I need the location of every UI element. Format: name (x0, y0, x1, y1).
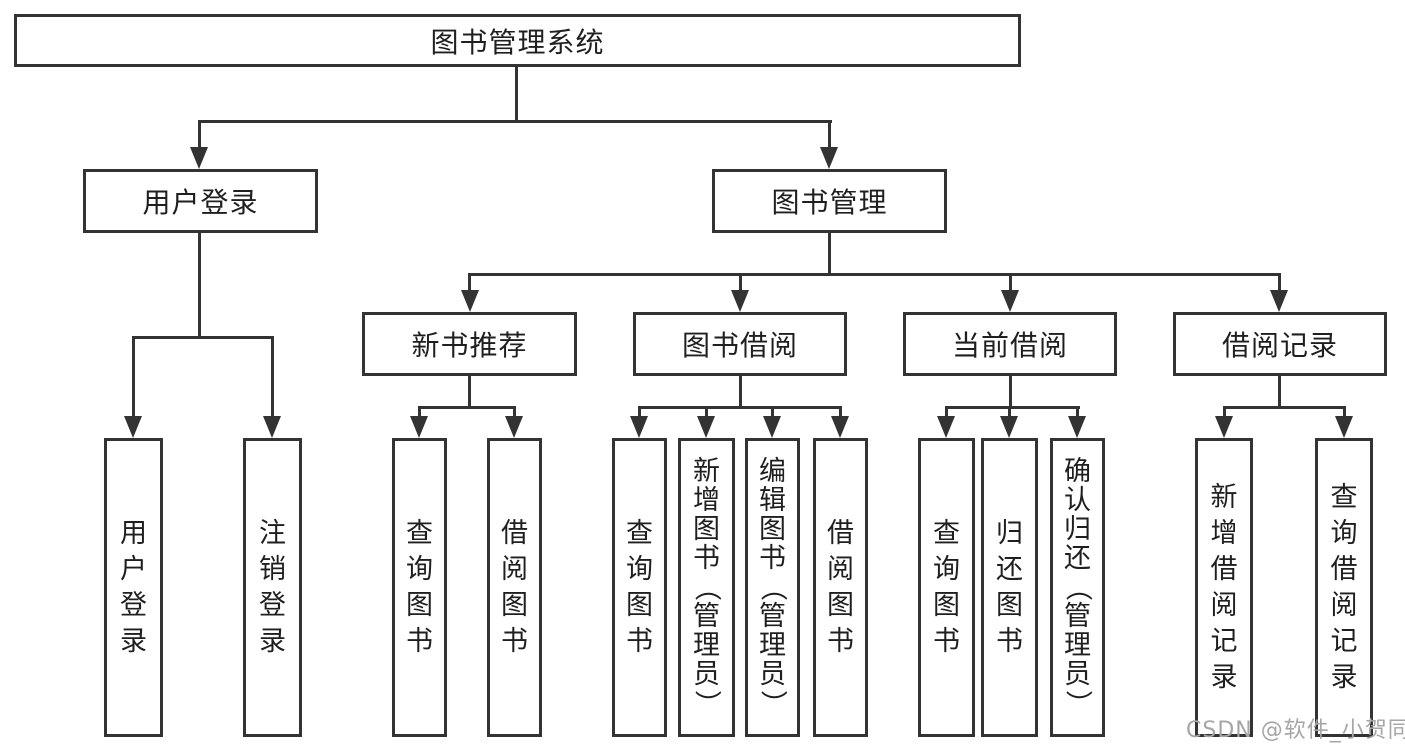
node-borrow-records-label: 借阅记录 (1221, 329, 1338, 362)
connector-line (271, 336, 274, 418)
arrow-down-icon (1068, 416, 1086, 438)
connector-line (705, 406, 708, 420)
connector-line (739, 376, 742, 409)
arrow-down-icon (731, 290, 749, 312)
node-user-login: 用户登录 (83, 169, 318, 233)
connector-line (198, 233, 201, 338)
connector-line (468, 273, 1281, 276)
leaf-recommend-query-books: 查询图书 (392, 438, 447, 737)
arrow-down-icon (410, 416, 428, 438)
leaf-borrow-edit-books-admin: 编辑图书（管理员） (745, 438, 800, 737)
arrow-down-icon (124, 416, 142, 438)
connector-line (1009, 376, 1012, 409)
connector-line (418, 406, 421, 420)
node-book-borrow-label: 图书借阅 (681, 329, 798, 362)
connector-line (771, 406, 774, 420)
connector-line (1008, 406, 1011, 420)
leaf-recommend-query-books-label: 查询图书 (406, 517, 433, 657)
connector-line (1223, 406, 1226, 420)
leaf-borrow-add-books-admin-label: 新增图书（管理员） (691, 456, 722, 717)
connector-line (418, 406, 516, 409)
connector-line (739, 273, 742, 293)
connector-line (839, 406, 842, 420)
connector-line (198, 120, 832, 123)
leaf-current-query-books-label: 查询图书 (933, 517, 960, 657)
leaf-borrow-query-books-label: 查询图书 (626, 517, 653, 657)
connector-line (1278, 273, 1281, 293)
connector-line (945, 406, 948, 420)
connector-line (1223, 406, 1346, 409)
connector-line (1278, 376, 1281, 409)
watermark: CSDN @软件_小贺同学 (1186, 718, 1405, 743)
connector-line (515, 67, 518, 121)
connector-line (468, 376, 471, 409)
arrow-down-icon (763, 416, 781, 438)
node-book-borrow: 图书借阅 (633, 312, 847, 376)
arrow-down-icon (505, 416, 523, 438)
arrow-down-icon (1270, 290, 1288, 312)
arrow-down-icon (820, 147, 838, 169)
connector-line (1009, 273, 1012, 293)
node-root-label: 图书管理系统 (430, 25, 605, 59)
node-user-login-label: 用户登录 (142, 186, 259, 219)
leaf-borrow-add-books-admin: 新增图书（管理员） (678, 438, 735, 737)
leaf-borrow-edit-books-admin-label: 编辑图书（管理员） (757, 456, 788, 717)
connector-line (132, 336, 274, 339)
leaf-borrow-borrow-books: 借阅图书 (813, 438, 868, 737)
leaf-current-query-books: 查询图书 (918, 438, 975, 737)
leaf-records-query-record-label: 查询借阅记录 (1330, 481, 1358, 693)
arrow-down-icon (697, 416, 715, 438)
arrow-down-icon (461, 290, 479, 312)
leaf-current-return-books: 归还图书 (981, 438, 1038, 737)
leaf-current-confirm-return-admin-label: 确认归还（管理员） (1062, 456, 1093, 717)
node-current-borrow: 当前借阅 (903, 312, 1117, 376)
leaf-records-query-record: 查询借阅记录 (1315, 438, 1373, 737)
connector-line (828, 120, 831, 150)
connector-line (945, 406, 1080, 409)
arrow-down-icon (1335, 416, 1353, 438)
arrow-down-icon (263, 416, 281, 438)
arrow-down-icon (1000, 416, 1018, 438)
arrow-down-icon (937, 416, 955, 438)
node-book-management: 图书管理 (712, 169, 947, 233)
connector-line (638, 406, 842, 409)
leaf-user-login-label: 用户登录 (120, 517, 147, 657)
node-book-management-label: 图书管理 (771, 186, 888, 219)
leaf-logout: 注销登录 (243, 438, 302, 737)
node-current-borrow-label: 当前借阅 (951, 329, 1068, 362)
arrow-down-icon (1001, 290, 1019, 312)
leaf-logout-label: 注销登录 (259, 517, 286, 657)
connector-line (828, 233, 831, 273)
connector-line (1076, 406, 1079, 420)
node-borrow-records: 借阅记录 (1173, 312, 1387, 376)
leaf-records-add-record-label: 新增借阅记录 (1210, 481, 1238, 693)
leaf-borrow-query-books: 查询图书 (612, 438, 667, 737)
connector-line (468, 273, 471, 293)
arrow-down-icon (1215, 416, 1233, 438)
connector-line (513, 406, 516, 420)
arrow-down-icon (630, 416, 648, 438)
connector-line (132, 336, 135, 418)
node-root: 图书管理系统 (14, 14, 1021, 67)
connector-line (638, 406, 641, 420)
leaf-current-return-books-label: 归还图书 (996, 517, 1023, 657)
leaf-user-login: 用户登录 (104, 438, 163, 737)
connector-line (1343, 406, 1346, 420)
leaf-current-confirm-return-admin: 确认归还（管理员） (1050, 438, 1105, 737)
node-new-book-recommend-label: 新书推荐 (411, 329, 528, 362)
leaf-borrow-borrow-books-label: 借阅图书 (827, 517, 854, 657)
node-new-book-recommend: 新书推荐 (362, 312, 577, 376)
leaf-records-add-record: 新增借阅记录 (1195, 438, 1253, 737)
arrow-down-icon (831, 416, 849, 438)
connector-line (198, 120, 201, 150)
arrow-down-icon (190, 147, 208, 169)
leaf-recommend-borrow-books: 借阅图书 (487, 438, 542, 737)
leaf-recommend-borrow-books-label: 借阅图书 (501, 517, 528, 657)
